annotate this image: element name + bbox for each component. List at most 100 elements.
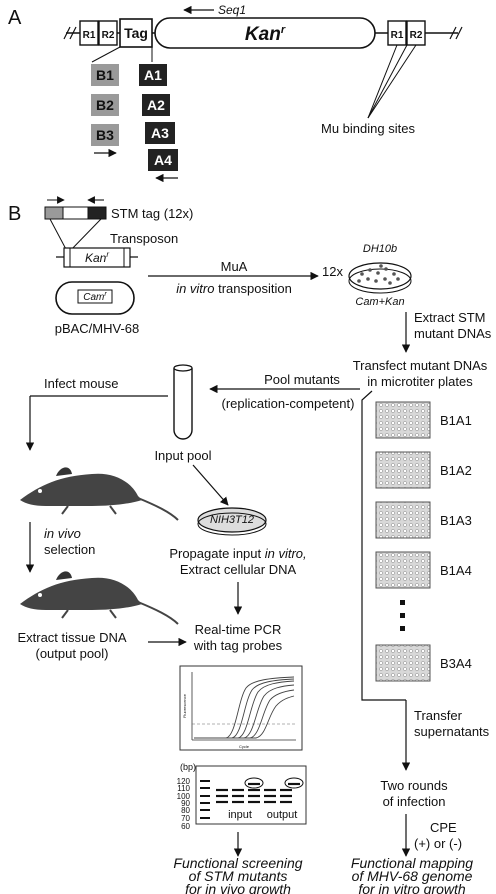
gel-ladder-80: 80 [181,806,190,815]
stm-tag-middle [62,206,89,220]
input-pool-tube [173,368,193,440]
screening-line1: Functional screening [173,855,302,871]
mu-pointer-1 [367,44,398,119]
break-mark-right [449,26,457,40]
pcr-xlabel: Cycle [239,744,250,749]
plate-b1a3 [375,501,431,539]
transposon-kan-label: Kanr [85,250,109,265]
colonies [357,264,400,285]
transposon-insert-line-left [49,218,69,254]
kan-cassette [154,17,376,49]
petri-dish-rim [348,268,412,294]
cpe-line2: (+) or (-) [414,836,462,851]
a3-label: A3 [151,125,169,141]
a4-label: A4 [154,152,172,168]
a2-label: A2 [147,97,165,113]
to-nih-arrow [192,464,229,506]
plate-b3a4 [375,644,431,682]
panel-a: A R1 R2 Tag Kanr Seq1 R1 R2 B1 B2 [8,3,463,183]
a2-tag [142,94,170,116]
stm-tag-b-segment [44,206,64,220]
microtiter-plates [375,401,431,682]
two-rounds-line1: Two rounds [380,778,448,793]
transfer-line1: Transfer [414,708,463,723]
pcr-ylabel: Fluorescence [182,693,187,718]
break-mark-right-2 [455,26,463,40]
extract-stm-line1: Extract STM [414,310,486,325]
replication-competent-label: (replication-competent) [222,396,355,411]
transfect-line1: Transfect mutant DNAs [353,358,488,373]
transposon-insert-line-right [67,218,102,254]
r2-box-left [98,20,118,46]
twelve-x-label: 12x [322,264,343,279]
petri-dish [348,262,412,290]
propagate-line1: Propagate input in vitro, [169,546,306,561]
gel-ladder-70: 70 [181,814,190,823]
gel-ladder-110: 110 [177,784,190,793]
b3-tag [91,124,119,146]
break-mark-left-2 [69,26,77,40]
nih-dish-rim [197,512,267,536]
a1-tag [139,64,167,86]
nih-label: NIH3T12 [210,514,254,526]
pbac-label: pBAC/MHV-68 [55,321,140,336]
tag-expand-left [91,46,121,63]
a3-tag [145,122,175,144]
mouse-1 [20,467,179,521]
mouse-2 [20,571,179,625]
screening-line3: for in vivo growth [185,881,291,894]
plates-bracket [361,390,406,701]
gel-input-label: input [228,809,252,821]
pcr-amplification-plot: Fluorescence Cycle [179,665,303,751]
a4-tag [148,149,178,171]
mapping-line2: of MHV-68 genome [352,868,473,884]
a1-label: A1 [144,67,162,83]
screening-line2: of STM mutants [189,868,288,884]
extract-stm-line2: mutant DNAs [414,326,492,341]
gel-image: (bp) 120 110 100 90 80 70 60 [177,762,307,831]
input-pool-label: Input pool [154,448,211,463]
seq1-label: Seq1 [218,3,246,17]
r1-label-right: R1 [391,30,404,41]
cpe-line1: CPE [430,820,457,835]
stm-tag-label: STM tag (12x) [111,206,193,221]
gel-unit: (bp) [180,762,196,772]
transposition-label: in vitro transposition [176,281,292,296]
stm-tag-a-segment [87,206,107,220]
rt-pcr-line1: Real-time PCR [195,622,282,637]
gel-ladder-90: 90 [181,799,190,808]
mua-label: MuA [221,259,248,274]
r2-label-left: R2 [102,30,115,41]
plate-label-b1a3: B1A3 [440,513,472,528]
cam-box [77,289,113,304]
mapping-line3: for in vitro growth [358,881,466,894]
cam-kan-label: Cam+Kan [355,296,404,308]
panel-a-label: A [8,7,22,29]
in-vivo-label: in vivo [44,526,81,541]
dh10b-label: DH10b [363,243,397,255]
kan-label: Kanr [245,24,286,45]
gel-ladder-120: 120 [177,777,191,786]
rt-pcr-line2: with tag probes [193,638,283,653]
tag-label: Tag [124,25,148,41]
tube-rim [173,364,193,372]
propagate-line2: Extract cellular DNA [180,562,297,577]
selection-label: selection [44,542,95,557]
plate-b1a2 [375,451,431,489]
ellipsis-dots [400,600,405,631]
gel-circle-input [244,777,264,789]
b3-label: B3 [96,127,114,143]
r1-box-left [79,20,99,46]
infect-mouse-label: Infect mouse [44,376,118,391]
gel-ladder-100: 100 [177,792,191,801]
r1-label-left: R1 [83,30,96,41]
panel-b-label: B [8,203,21,225]
gel-ladder-60: 60 [181,822,190,831]
mu-binding-label: Mu binding sites [321,121,415,136]
transposon-label: Transposon [110,231,178,246]
transfect-line2: in microtiter plates [367,374,473,389]
panel-b: B STM tag (12x) Transposon Kanr Camr pBA… [8,196,492,894]
plate-b1a1 [375,401,431,439]
break-mark-left [63,26,71,40]
